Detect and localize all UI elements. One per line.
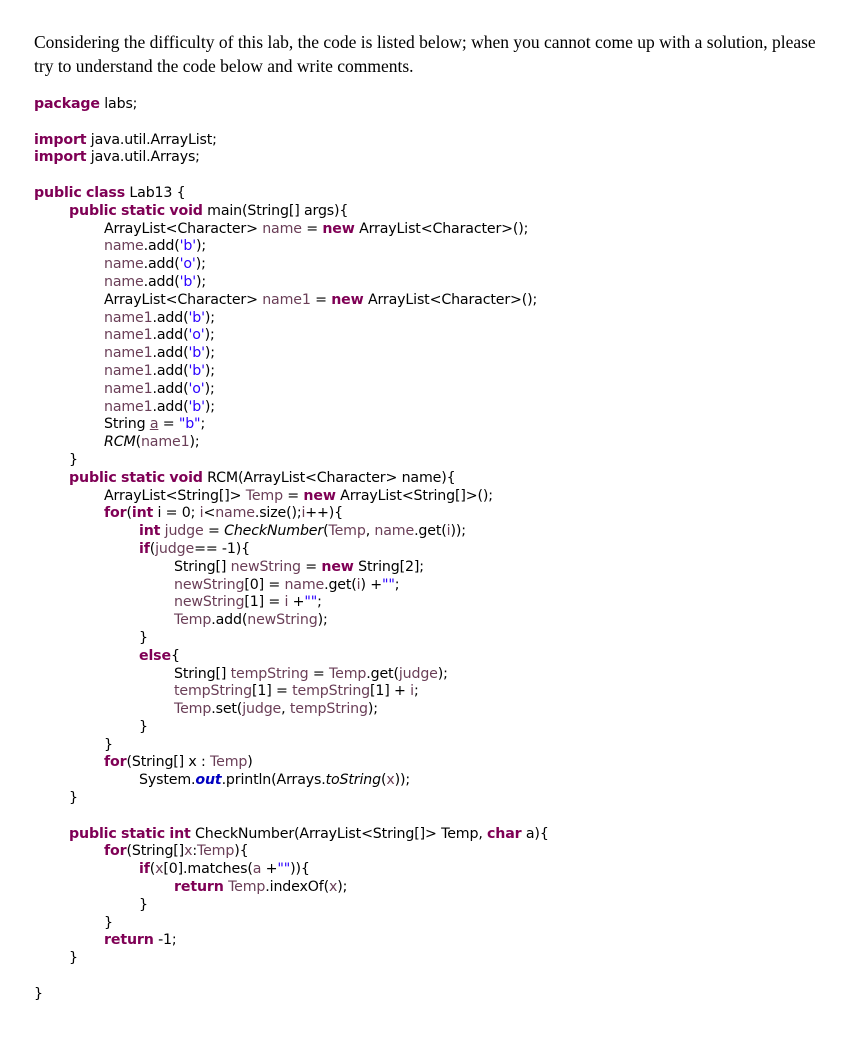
- code-line: name1.add('o');: [104, 327, 215, 344]
- code-line: }: [139, 896, 148, 913]
- code-line: }: [34, 985, 43, 1002]
- code-line: }: [69, 790, 78, 807]
- code-line: name.add('b');: [104, 273, 207, 290]
- code-line: ArrayList<String[]> Temp = new ArrayList…: [104, 487, 493, 504]
- code-line: newString[1] = i +"";: [174, 594, 322, 611]
- code-line: Temp.set(judge, tempString);: [174, 701, 378, 718]
- code-blank-line: [34, 808, 834, 826]
- code-line: for(int i = 0; i<name.size();i++){: [104, 505, 344, 522]
- code-line: int judge = CheckNumber(Temp, name.get(i…: [139, 523, 466, 540]
- code-line: if(judge== -1){: [139, 540, 251, 557]
- code-line: Temp.add(newString);: [174, 612, 328, 629]
- code-line: String a = "b";: [104, 416, 206, 433]
- code-line: return Temp.indexOf(x);: [174, 879, 348, 896]
- code-line: String[] tempString = Temp.get(judge);: [174, 665, 448, 682]
- code-line: import java.util.Arrays;: [34, 149, 200, 166]
- code-line: name1.add('b');: [104, 362, 215, 379]
- code-line: public static void main(String[] args){: [69, 202, 349, 219]
- code-line: }: [139, 718, 148, 735]
- code-line: public static int CheckNumber(ArrayList<…: [69, 825, 549, 842]
- code-line: newString[0] = name.get(i) +"";: [174, 576, 400, 593]
- code-blank-line: [34, 114, 834, 132]
- code-line: ArrayList<Character> name1 = new ArrayLi…: [104, 291, 538, 308]
- intro-paragraph: Considering the difficulty of this lab, …: [34, 32, 816, 76]
- code-line: System.out.println(Arrays.toString(x));: [139, 772, 411, 789]
- code-line: }: [139, 629, 148, 646]
- code-line: }: [104, 736, 113, 753]
- code-line: tempString[1] = tempString[1] + i;: [174, 683, 419, 700]
- code-line: name1.add('b');: [104, 309, 215, 326]
- code-line: RCM(name1);: [104, 434, 200, 451]
- code-line: name1.add('b');: [104, 345, 215, 362]
- code-line: name.add('b');: [104, 238, 207, 255]
- code-line: name.add('o');: [104, 256, 206, 273]
- code-line: }: [69, 451, 78, 468]
- code-line: else{: [139, 647, 180, 664]
- code-line: ArrayList<Character> name = new ArrayLis…: [104, 220, 529, 237]
- code-line: name1.add('b');: [104, 398, 215, 415]
- code-line: String[] newString = new String[2];: [174, 558, 424, 575]
- code-line: name1.add('o');: [104, 380, 215, 397]
- code-line: public class Lab13 {: [34, 184, 186, 201]
- code-blank-line: [34, 968, 834, 986]
- code-blank-line: [34, 167, 834, 185]
- code-line: return -1;: [104, 932, 177, 949]
- code-line: public static void RCM(ArrayList<Charact…: [69, 469, 456, 486]
- code-line: package labs;: [34, 96, 138, 112]
- code-line: for(String[] x : Temp): [104, 754, 253, 771]
- code-line: for(String[]x:Temp){: [104, 843, 249, 860]
- code-line: import java.util.ArrayList;: [34, 131, 217, 148]
- code-line: if(x[0].matches(a +"")){: [139, 861, 310, 878]
- code-listing: package labs; import java.util.ArrayList;…: [34, 96, 834, 1004]
- code-line: }: [69, 950, 78, 967]
- code-line: }: [104, 914, 113, 931]
